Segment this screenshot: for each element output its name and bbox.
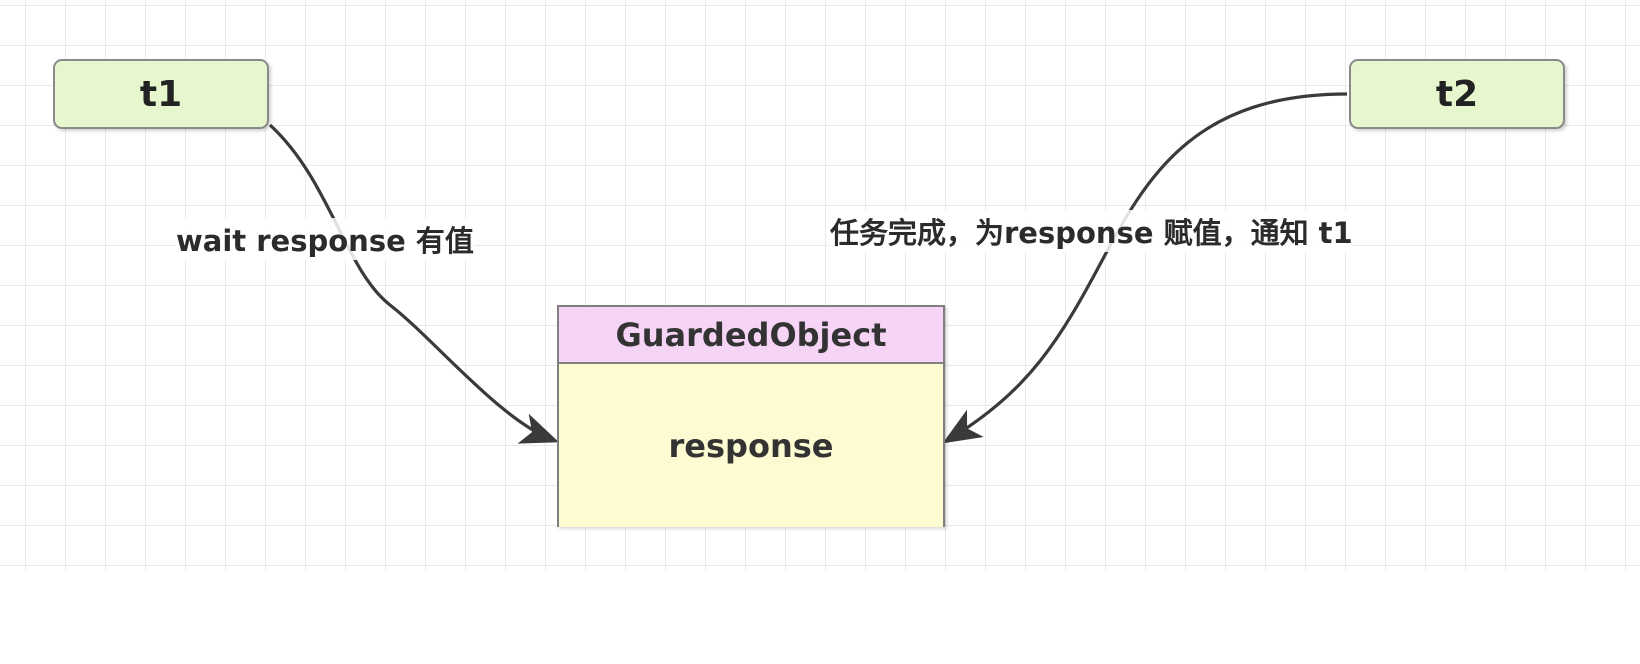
edge-label-wait: wait response 有值	[176, 218, 474, 260]
thread-t2-node: t2	[1349, 59, 1565, 129]
thread-t2-label: t2	[1435, 73, 1479, 115]
thread-t1-node: t1	[53, 59, 269, 129]
thread-t1-label: t1	[139, 73, 183, 115]
edge-label-notify: 任务完成，为response 赋值，通知 t1	[830, 210, 1353, 252]
guarded-object-box: GuardedObject response	[557, 305, 945, 527]
guarded-object-header: GuardedObject	[559, 307, 943, 364]
guarded-object-body: response	[559, 364, 943, 527]
field-response: response	[668, 426, 834, 465]
class-name: GuardedObject	[615, 315, 887, 354]
